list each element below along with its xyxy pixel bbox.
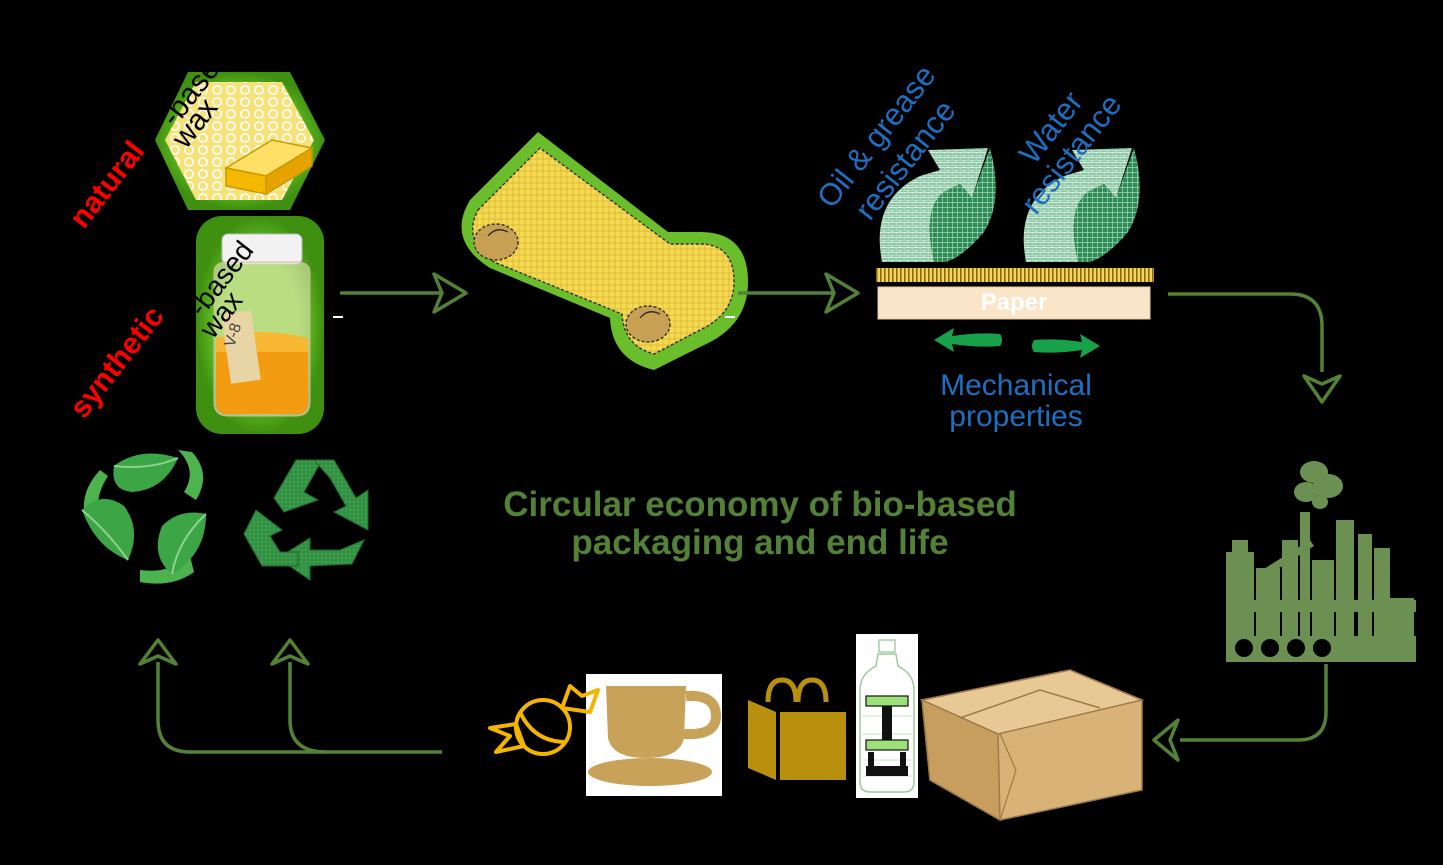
- synthetic-word: synthetic: [64, 300, 171, 424]
- coated-paper-roll-icon: [461, 132, 748, 370]
- arrow-return-to-recycling: [138, 638, 442, 754]
- recycle-symbol-icon: [243, 459, 369, 581]
- paper-layer: Paper: [877, 286, 1151, 320]
- tick-mark: [333, 316, 343, 318]
- takeout-box-icon: [919, 669, 1145, 822]
- leaf-recycle-icon: [81, 450, 207, 584]
- shopping-bag-icon: [748, 677, 846, 780]
- factory-icon: [1226, 461, 1416, 662]
- wax-block-icon: [223, 139, 315, 196]
- diagram-title: Circular economy of bio-based packaging …: [430, 486, 1090, 562]
- tick-mark: [725, 316, 735, 318]
- coating-layer: [876, 268, 1154, 282]
- title-line1: Circular economy of bio-based: [503, 485, 1017, 524]
- oil-resistance-arrow-icon: [879, 148, 996, 262]
- cup-icon: [586, 674, 722, 796]
- arrow-paper-to-factory: [1168, 292, 1342, 404]
- candy-icon: [488, 684, 600, 756]
- arrow-factory-to-products: [1152, 664, 1328, 762]
- mechanical-line2: properties: [949, 400, 1082, 433]
- natural-wax-icon: [155, 72, 325, 210]
- paper-label: Paper: [981, 289, 1048, 316]
- water-resistance-arrow-icon: [1023, 148, 1140, 262]
- arrow-coating-to-paper: [738, 272, 860, 314]
- arrow-wax-to-coating: [340, 272, 468, 314]
- mechanical-arrows-icon: [934, 328, 1100, 358]
- mechanical-line1: Mechanical: [940, 369, 1092, 402]
- synthetic-wax-jar-icon: V-8: [196, 216, 324, 434]
- title-line2: packaging and end life: [571, 523, 949, 562]
- bottle-icon: [856, 634, 918, 798]
- natural-word: natural: [64, 135, 152, 234]
- jar-label: V-8: [222, 321, 246, 349]
